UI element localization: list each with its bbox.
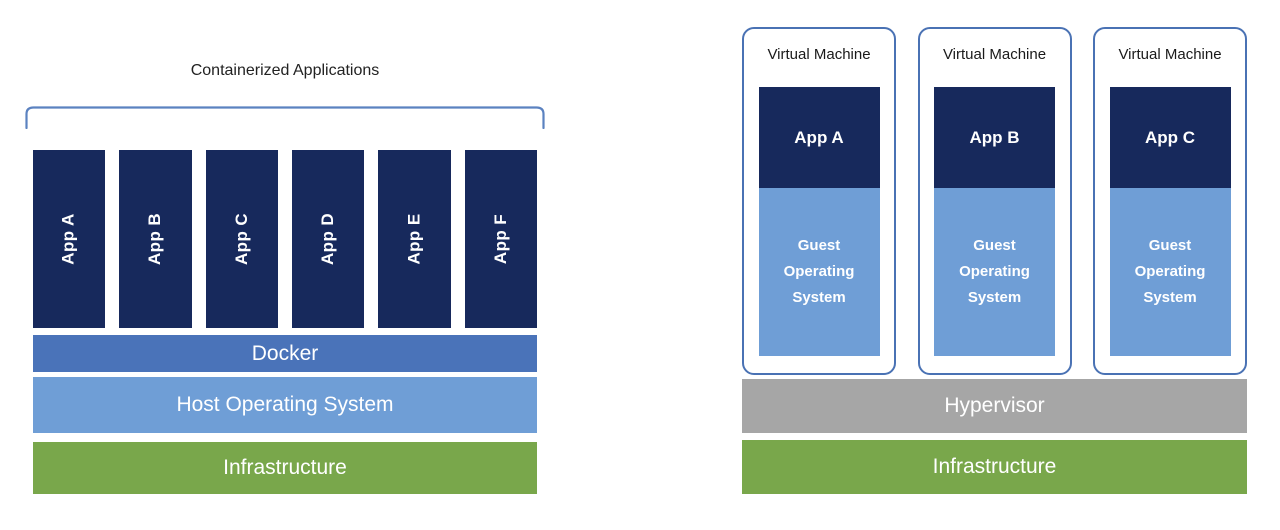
vm-2-guest-os-line-3: System bbox=[967, 289, 1022, 306]
virtual-machine-1: Virtual Machine App A Guest Operating Sy… bbox=[742, 27, 896, 375]
infrastructure-layer-left-label: Infrastructure bbox=[223, 456, 347, 479]
infrastructure-layer-left: Infrastructure bbox=[33, 442, 537, 494]
container-app-a-label: App A bbox=[59, 213, 79, 265]
vm-2-guest-os-line-2: Operating bbox=[959, 263, 1030, 280]
virtual-machine-2-title: Virtual Machine bbox=[942, 46, 1047, 63]
virtual-machine-2: Virtual Machine App B Guest Operating Sy… bbox=[917, 27, 1072, 375]
container-app-a: App A bbox=[33, 150, 106, 328]
docker-layer-label: Docker bbox=[251, 341, 319, 365]
vm-1-app-label: App A bbox=[794, 127, 844, 147]
vm-1-guest-os-line-3: System bbox=[792, 289, 846, 306]
vm-1-guest-os-line-1: Guest bbox=[797, 237, 841, 254]
container-app-c-label: App C bbox=[231, 212, 251, 266]
container-app-b-label: App B bbox=[145, 212, 165, 266]
container-app-e: App E bbox=[378, 150, 451, 328]
vm-3-guest-os-line-2: Operating bbox=[1134, 263, 1206, 280]
infrastructure-layer-right-label: Infrastructure bbox=[932, 455, 1057, 478]
container-app-b: App B bbox=[119, 150, 192, 328]
container-app-d-label: App D bbox=[318, 212, 338, 266]
container-app-f-label: App F bbox=[490, 213, 510, 265]
vm-3-app-box: App C bbox=[1109, 87, 1231, 188]
vm-3-guest-os-box: Guest Operating System bbox=[1109, 188, 1231, 356]
top-bracket-shape bbox=[25, 106, 545, 129]
vm-1-guest-os-line-2: Operating bbox=[783, 263, 855, 280]
container-app-f: App F bbox=[464, 150, 537, 328]
container-app-e-label: App E bbox=[404, 213, 424, 265]
infrastructure-layer-right: Infrastructure bbox=[742, 440, 1247, 494]
vm-3-guest-os-line-3: System bbox=[1143, 289, 1197, 306]
container-app-d: App D bbox=[291, 150, 365, 328]
container-app-bars: App A App B App C App D App E App F bbox=[33, 150, 537, 328]
vm-1-guest-os-box: Guest Operating System bbox=[758, 188, 880, 356]
vm-3-guest-os-line-1: Guest bbox=[1148, 237, 1192, 254]
vm-2-app-label: App B bbox=[969, 127, 1020, 147]
vm-1-app-box: App A bbox=[758, 87, 880, 188]
hypervisor-layer: Hypervisor bbox=[742, 379, 1247, 433]
docker-layer: Docker bbox=[33, 335, 537, 372]
host-os-layer: Host Operating System bbox=[33, 377, 537, 433]
host-os-layer-label: Host Operating System bbox=[176, 393, 394, 416]
virtual-machines-row: Virtual Machine App A Guest Operating Sy… bbox=[742, 27, 1247, 375]
virtual-machine-3: Virtual Machine App C Guest Operating Sy… bbox=[1093, 27, 1247, 375]
vm-2-guest-os-box: Guest Operating System bbox=[934, 188, 1055, 356]
virtual-machine-3-title: Virtual Machine bbox=[1118, 46, 1222, 63]
virtual-machine-1-title: Virtual Machine bbox=[767, 46, 871, 63]
vm-3-app-label: App C bbox=[1144, 127, 1196, 147]
vm-2-app-box: App B bbox=[934, 87, 1055, 188]
hypervisor-layer-label: Hypervisor bbox=[944, 394, 1045, 417]
container-app-c: App C bbox=[205, 150, 278, 328]
vm-2-guest-os-line-1: Guest bbox=[973, 237, 1016, 254]
containerized-apps-title: Containerized Applications bbox=[190, 62, 380, 79]
